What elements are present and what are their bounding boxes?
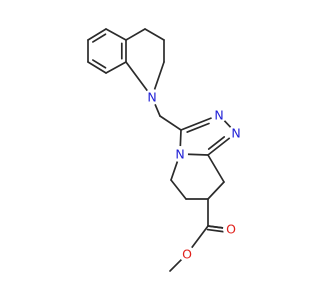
bond-b6-b1: [105, 28, 127, 41]
atom-label-N1: N: [147, 90, 156, 105]
atom-label-O-carbonyl: O: [226, 222, 236, 237]
atom-N1: N: [144, 89, 160, 105]
bond-cco-oc-double: [206, 228, 224, 233]
bond-t8a-nf: [186, 153, 209, 156]
bond-c4-c3: [144, 28, 165, 41]
atom-label-N-triazole-1: N: [214, 108, 223, 123]
bond-oe-me: [169, 258, 183, 272]
atom-label-N-triazole-2: N: [231, 126, 240, 141]
bond-b3-b4: [87, 61, 107, 74]
bond-b1-b2: [87, 28, 107, 41]
bond-cco-oc-base: [207, 225, 225, 229]
bond-c7-c8: [207, 181, 225, 200]
atom-label-O-ester: O: [182, 247, 192, 262]
bond-c2-n1: [153, 61, 165, 91]
atom-N-triazole-1: N: [211, 107, 227, 123]
atom-O-carbonyl: O: [223, 221, 239, 237]
atom-N-fused: N: [172, 146, 188, 162]
bond-t3-nt1: [180, 116, 213, 131]
atom-N-triazole-2: N: [228, 125, 244, 141]
atom-label-N-fused: N: [175, 147, 184, 162]
bond-b6-c4: [125, 28, 146, 41]
bond-ch2-t3: [159, 115, 182, 131]
bond-nt2-t8a-double: [207, 136, 226, 150]
bond-nt1-nt2: [223, 119, 232, 129]
bond-nf-t3: [179, 129, 182, 148]
bond-cco-oe: [190, 225, 209, 249]
atom-label-layer: N N N N O O: [144, 89, 244, 262]
bond-nf-c5: [170, 160, 179, 181]
bond-layer: [87, 28, 232, 272]
bond-b1-b2-double: [92, 33, 107, 43]
bond-n1-ch2: [154, 103, 161, 117]
bond-c5-c6: [170, 179, 187, 200]
bond-nt2-t8a: [207, 136, 231, 156]
bond-b4-b5: [105, 61, 127, 74]
bond-c8-t8a: [207, 154, 225, 183]
bond-n1-b5: [125, 61, 149, 92]
structure-canvas: N N N N O O: [87, 28, 244, 272]
bond-b3-b4-double: [92, 59, 107, 69]
bond-t3-nt1-double: [186, 122, 210, 133]
molecule-diagram: N N N N O O: [87, 28, 244, 272]
atom-O-ester: O: [179, 246, 195, 262]
